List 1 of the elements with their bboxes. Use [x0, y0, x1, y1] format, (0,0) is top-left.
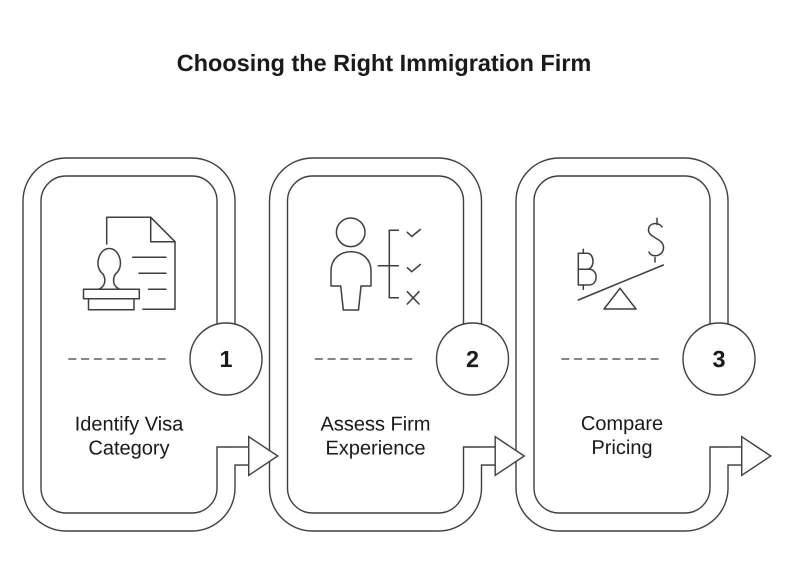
title: Choosing the Right Immigration Firm	[178, 54, 590, 76]
